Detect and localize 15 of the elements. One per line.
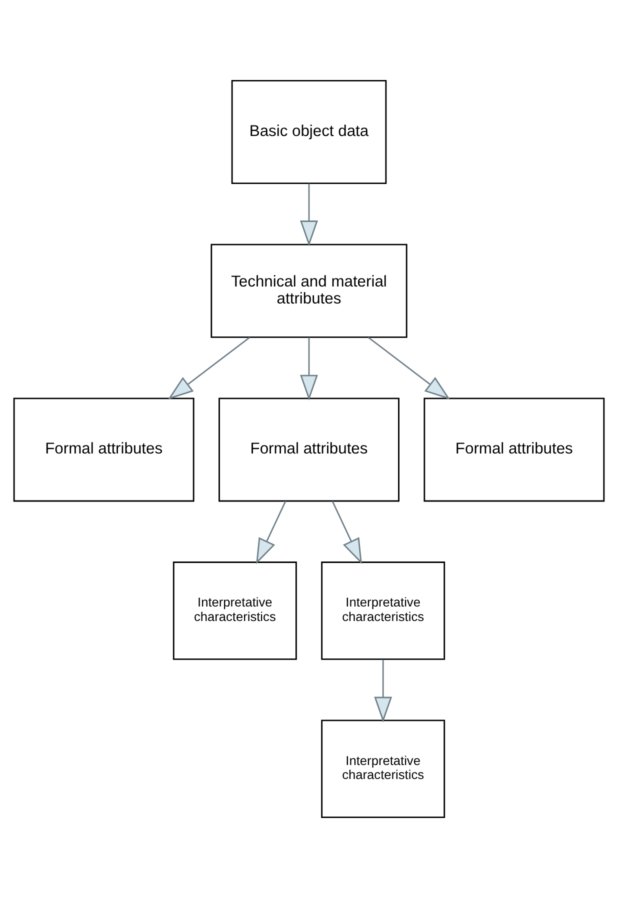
node-box: Technical and material attributes	[210, 243, 408, 338]
node-box: Interpretative characteristics	[321, 561, 446, 660]
arrow	[374, 659, 392, 722]
node-box: Interpretative characteristics	[172, 561, 297, 660]
arrow	[368, 336, 450, 400]
node-box: Formal attributes	[13, 397, 194, 502]
arrow	[256, 500, 286, 564]
arrow	[300, 183, 318, 246]
arrow	[332, 500, 362, 564]
node-box: Basic object data	[231, 79, 387, 184]
arrow	[300, 336, 318, 400]
arrow	[168, 336, 250, 400]
node-box: Formal attributes	[218, 397, 400, 502]
node-box: Formal attributes	[424, 397, 605, 502]
node-box: Interpretative characteristics	[321, 719, 446, 818]
